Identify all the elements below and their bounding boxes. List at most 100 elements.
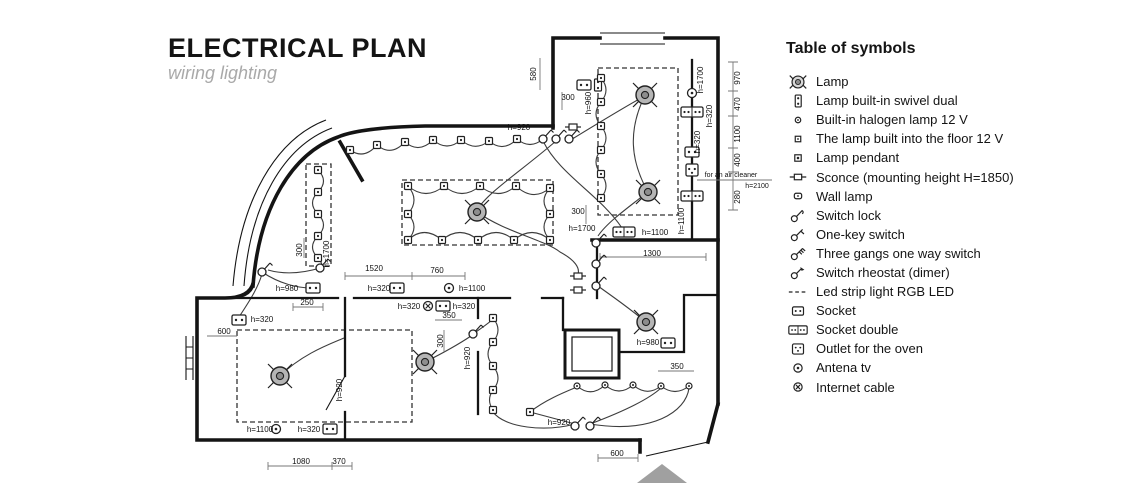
legend-item-label: Lamp pendant — [816, 150, 900, 166]
square-lamp-symbol — [596, 169, 606, 179]
socket-symbol — [322, 423, 338, 435]
square-lamp-symbol — [488, 385, 498, 395]
square-lamp-symbol — [403, 181, 413, 191]
sconce-symbol — [564, 123, 582, 131]
legend-item-label: The lamp built into the floor 12 V — [816, 131, 1004, 147]
square-lamp-symbol — [372, 140, 382, 150]
dimension-label: 280 — [733, 190, 742, 204]
three-gang-switch-icon — [786, 244, 810, 262]
lamp-symbol — [412, 349, 438, 375]
dimension-label: h=1100 — [247, 425, 274, 434]
dimension-label: h=320 — [705, 104, 714, 127]
legend-item-label: Three gangs one way switch — [816, 245, 981, 261]
dimension-label: h=920 — [508, 123, 531, 132]
antenna-tv-symbol — [443, 282, 455, 294]
dimension-label: h=980 — [276, 284, 299, 293]
dimension-label: 400 — [733, 153, 742, 167]
dimmer-switch-icon — [786, 263, 810, 281]
dimension-label: 970 — [733, 71, 742, 85]
socket-double-symbol — [612, 226, 636, 238]
square-lamp-symbol — [437, 235, 447, 245]
internet-cable-icon — [786, 378, 810, 396]
plan-header: ELECTRICAL PLAN wiring lighting — [168, 34, 427, 84]
dimension-label: 350 — [670, 362, 684, 371]
square-lamp-symbol — [456, 135, 466, 145]
switch-symbol — [591, 276, 608, 291]
oven-outlet-icon — [786, 340, 810, 358]
sconce-symbol — [569, 272, 587, 280]
oven-outlet-symbol — [685, 163, 699, 177]
square-lamp-symbol — [313, 231, 323, 241]
legend-item-label: Sconce (mounting height H=1850) — [816, 169, 1014, 185]
legend-item: Three gangs one way switch — [786, 244, 1138, 263]
legend-item: Led strip light RGB LED — [786, 282, 1138, 301]
halogen-symbol — [629, 381, 637, 389]
legend-item-label: Socket — [816, 303, 856, 319]
dimension-label: 600 — [217, 327, 231, 336]
floor-lamp-icon — [786, 130, 810, 148]
square-lamp-symbol — [509, 235, 519, 245]
dimension-label: 300 — [561, 93, 575, 102]
socket-symbol — [576, 79, 592, 91]
socket-symbol — [389, 282, 405, 294]
dimension-label: 300 — [295, 243, 304, 257]
dimension-label: h=1100 — [677, 207, 686, 234]
legend-item: Outlet for the oven — [786, 339, 1138, 358]
dimension-label: 1080 — [292, 457, 310, 466]
square-lamp-symbol — [403, 235, 413, 245]
halogen-icon — [786, 111, 810, 129]
socket-symbol — [231, 314, 247, 326]
square-lamp-symbol — [545, 235, 555, 245]
switch-lock-icon — [786, 206, 810, 224]
dimension-label: h=920 — [548, 418, 571, 427]
square-lamp-symbol — [488, 313, 498, 323]
switch-symbol — [468, 324, 485, 339]
dimension-label: 470 — [733, 97, 742, 111]
sconce-icon — [786, 168, 810, 186]
lamp-symbol — [267, 363, 293, 389]
dimension-label: h=2100 — [745, 183, 769, 190]
one-key-switch-icon — [786, 225, 810, 243]
legend-item: Lamp — [786, 72, 1138, 91]
legend-title: Table of symbols — [786, 40, 916, 57]
dimension-label: 760 — [430, 266, 444, 275]
legend-item: The lamp built into the floor 12 V — [786, 129, 1138, 148]
halogen-symbol — [685, 382, 693, 390]
switch-symbol — [257, 262, 274, 277]
legend-item: Socket double — [786, 320, 1138, 339]
dimension-label: 300 — [571, 207, 585, 216]
switch-symbol — [538, 129, 555, 144]
square-lamp-symbol — [313, 187, 323, 197]
dimension-label: 300 — [436, 334, 445, 348]
dimension-label: h=1100 — [459, 284, 486, 293]
square-lamp-symbol — [596, 97, 606, 107]
socket-double-symbol — [680, 106, 704, 118]
square-lamp-symbol — [473, 235, 483, 245]
legend-item-label: Lamp built-in swivel dual — [816, 93, 958, 109]
square-lamp-symbol — [545, 209, 555, 219]
page-subtitle: wiring lighting — [168, 63, 278, 84]
halogen-symbol — [601, 381, 609, 389]
square-lamp-symbol — [488, 405, 498, 415]
legend-item-label: Switch rheostat (dimer) — [816, 264, 950, 280]
square-lamp-symbol — [545, 183, 555, 193]
square-lamp-symbol — [596, 145, 606, 155]
pendant-icon — [786, 149, 810, 167]
square-lamp-symbol — [596, 121, 606, 131]
switch-symbol — [585, 416, 602, 431]
socket-symbol — [660, 337, 676, 349]
lamp-symbol — [635, 179, 661, 205]
legend-item: Switch lock — [786, 206, 1138, 225]
legend-item: One-key switch — [786, 225, 1138, 244]
dimension-label: 1100 — [733, 125, 742, 143]
dimension-label: 600 — [610, 449, 624, 458]
square-lamp-symbol — [596, 73, 606, 83]
dimension-label: h=320 — [368, 284, 391, 293]
legend-item-label: Socket double — [816, 322, 899, 338]
legend-item-label: Internet cable — [816, 379, 895, 395]
dimension-label: h=980 — [637, 338, 660, 347]
socket-double-icon — [786, 321, 810, 339]
legend-item: Lamp built-in swivel dual — [786, 91, 1138, 110]
internet-symbol — [422, 300, 434, 312]
